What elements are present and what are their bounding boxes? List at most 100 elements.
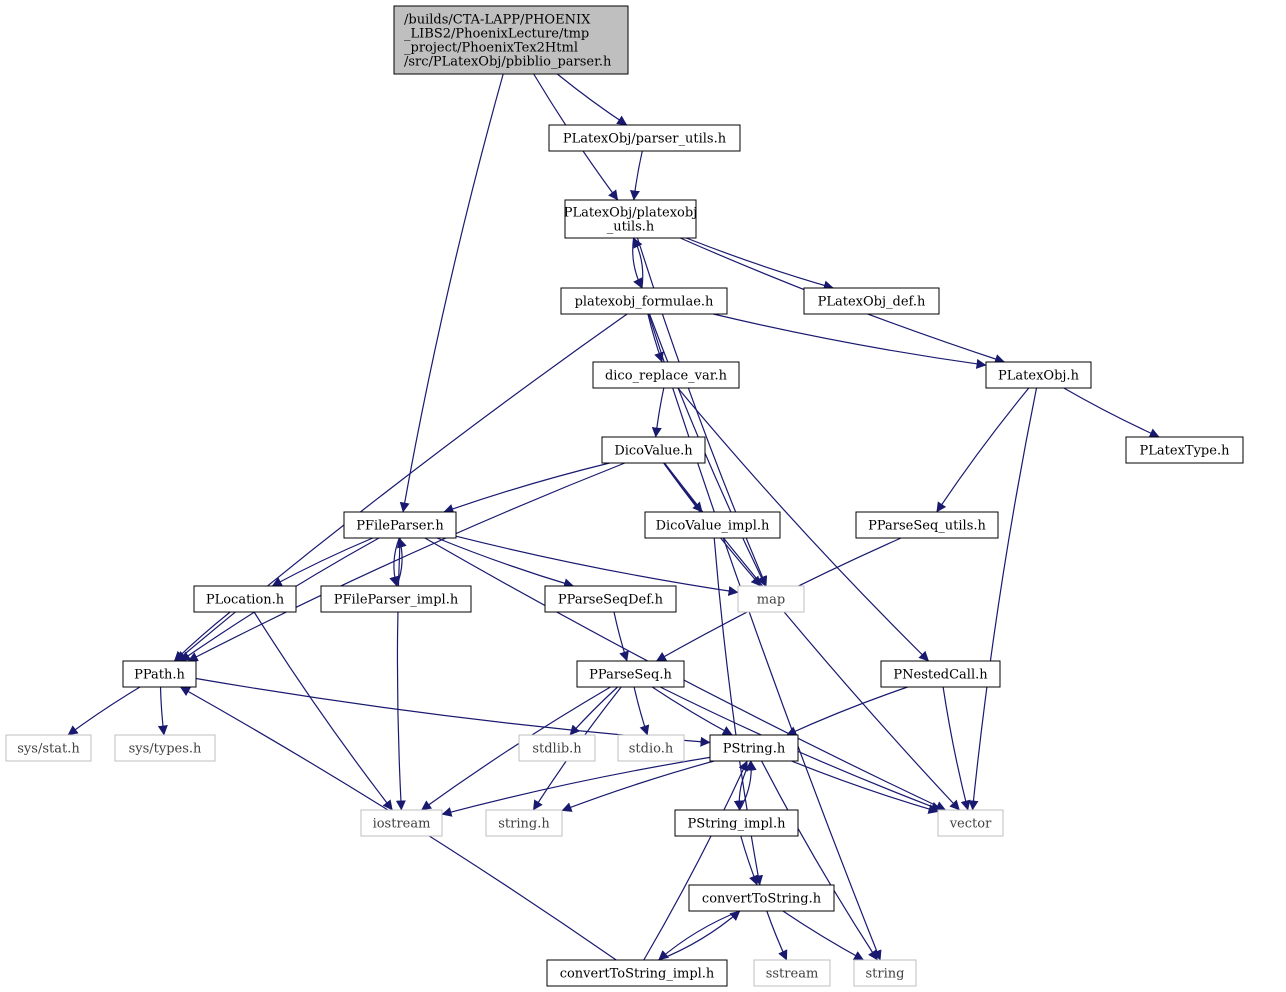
node-converttostring[interactable]: convertToString.h <box>688 884 835 912</box>
node-pparseseq_utils[interactable]: PParseSeq_utils.h <box>855 511 999 539</box>
node-string_h: string.h <box>485 809 563 837</box>
node-label: PFileParser.h <box>356 519 444 534</box>
edge-platexobj-to-platextype <box>1063 387 1160 438</box>
node-platexobj_def[interactable]: PLatexObj_def.h <box>803 287 940 315</box>
node-label: map <box>757 593 785 608</box>
node-label: convertToString.h <box>702 892 822 907</box>
node-box <box>564 199 697 239</box>
node-platexobj_formulae[interactable]: platexobj_formulae.h <box>560 287 728 315</box>
node-dicovalue_impl[interactable]: DicoValue_impl.h <box>644 511 781 539</box>
edge-ppath-to-sys_types <box>157 686 168 736</box>
node-label: PParseSeq.h <box>589 668 672 683</box>
node-pnestedcall[interactable]: PNestedCall.h <box>880 660 1001 688</box>
node-label: PParseSeq_utils.h <box>868 519 986 534</box>
edge-pfileparser-to-plocation <box>271 537 374 587</box>
node-label: PNestedCall.h <box>893 668 988 683</box>
node-box <box>114 734 216 762</box>
node-box <box>1125 436 1244 464</box>
edge-pfileparser_impl-to-pfileparser <box>396 537 407 587</box>
node-root[interactable]: /builds/CTA-LAPP/PHOENIX_LIBS2/PhoenixLe… <box>393 5 629 75</box>
node-box <box>343 511 457 539</box>
edge-pparseseq-to-iostream <box>421 686 611 811</box>
node-label: platexobj_formulae.h <box>575 295 714 310</box>
edge-converttostring_impl-to-converttostring <box>658 910 741 961</box>
edge-dicovalue-to-ppath <box>187 462 626 662</box>
node-map: map <box>737 585 805 613</box>
node-label: PFileParser_impl.h <box>334 593 459 608</box>
node-box <box>753 959 831 987</box>
node-pstring[interactable]: PString.h <box>709 734 799 762</box>
node-label: sstream <box>766 967 819 982</box>
node-label: _LIBS2/PhoenixLecture/tmp <box>404 27 589 42</box>
node-label: PLatexType.h <box>1140 444 1231 459</box>
node-label: PLatexObj_def.h <box>818 295 926 310</box>
edge-ppath-to-sys_stat <box>67 686 141 736</box>
node-label: string.h <box>498 817 550 832</box>
edge-ppath-to-pstring <box>195 677 711 747</box>
node-platextype[interactable]: PLatexType.h <box>1125 436 1244 464</box>
node-plocation[interactable]: PLocation.h <box>193 585 297 613</box>
node-pfileparser_impl[interactable]: PFileParser_impl.h <box>320 585 472 613</box>
node-box <box>193 585 297 613</box>
edge-pnestedcall-to-vector <box>942 686 971 811</box>
edge-platexobj_utils-to-map <box>636 237 768 587</box>
node-box <box>485 809 563 837</box>
node-parser_utils[interactable]: PLatexObj/parser_utils.h <box>548 124 741 152</box>
node-converttostring_impl[interactable]: convertToString_impl.h <box>546 959 728 987</box>
node-box <box>617 734 685 762</box>
node-sstream: sstream <box>753 959 831 987</box>
edge-dico_replace_var-to-pnestedcall <box>677 387 930 662</box>
node-platexobj_utils[interactable]: PLatexObj/platexobj_utils.h <box>564 199 697 239</box>
node-label: string <box>866 967 905 982</box>
node-label: _utils.h <box>607 220 655 235</box>
node-box <box>320 585 472 613</box>
edge-dico_replace_var-to-dicovalue <box>651 387 665 438</box>
edge-pfileparser-to-iostream <box>395 537 406 811</box>
node-label: sys/types.h <box>129 742 202 757</box>
edge-converttostring-to-string <box>782 910 865 961</box>
node-dico_replace_var[interactable]: dico_replace_var.h <box>592 361 740 389</box>
node-box <box>674 809 799 837</box>
node-box <box>5 734 92 762</box>
edge-pstring-to-string <box>761 760 878 961</box>
edge-platexobj_formulae-to-platexobj_utils <box>633 237 644 289</box>
node-box <box>560 287 728 315</box>
edge-platexobj_utils-to-platexobj_def <box>686 237 834 291</box>
edge-pfileparser-to-pparseseqdef <box>436 537 574 589</box>
node-label: PLatexObj/platexobj <box>564 206 697 221</box>
node-pstring_impl[interactable]: PString_impl.h <box>674 809 799 837</box>
node-label: PString_impl.h <box>688 817 787 832</box>
node-label: PLatexObj.h <box>998 369 1080 384</box>
node-box <box>709 734 799 762</box>
node-box <box>985 361 1092 389</box>
node-pparseseq[interactable]: PParseSeq.h <box>576 660 685 688</box>
node-label: DicoValue.h <box>614 444 693 459</box>
edge-root-to-pfileparser <box>399 73 504 513</box>
node-label: stdlib.h <box>532 742 582 757</box>
edge-pnestedcall-to-pstring <box>786 686 908 736</box>
node-box <box>576 660 685 688</box>
node-string: string <box>853 959 917 987</box>
node-vector: vector <box>937 809 1004 837</box>
node-box <box>853 959 917 987</box>
edge-pstring-to-iostream <box>441 756 711 817</box>
node-label: PPath.h <box>134 668 185 683</box>
node-label: /src/PLatexObj/pbiblio_parser.h <box>404 55 612 70</box>
node-pfileparser[interactable]: PFileParser.h <box>343 511 457 539</box>
edge-root-to-parser_utils <box>556 73 628 126</box>
node-ppath[interactable]: PPath.h <box>122 660 197 688</box>
node-box <box>601 436 706 464</box>
node-box <box>546 959 728 987</box>
node-label: /builds/CTA-LAPP/PHOENIX <box>404 13 591 28</box>
node-platexobj[interactable]: PLatexObj.h <box>985 361 1092 389</box>
node-dicovalue[interactable]: DicoValue.h <box>601 436 706 464</box>
edge-pstring_impl-to-pstring <box>738 760 757 811</box>
edge-dicovalue_impl-to-converttostring <box>713 537 764 886</box>
node-label: PLocation.h <box>206 593 285 608</box>
edge-platexobj_utils-to-platexobj_formulae <box>632 237 643 289</box>
edge-pparseseqdef-to-pparseseq <box>613 611 629 662</box>
edge-pparseseq-to-stdlib <box>569 686 619 736</box>
node-pparseseqdef[interactable]: PParseSeqDef.h <box>544 585 677 613</box>
node-box <box>880 660 1001 688</box>
